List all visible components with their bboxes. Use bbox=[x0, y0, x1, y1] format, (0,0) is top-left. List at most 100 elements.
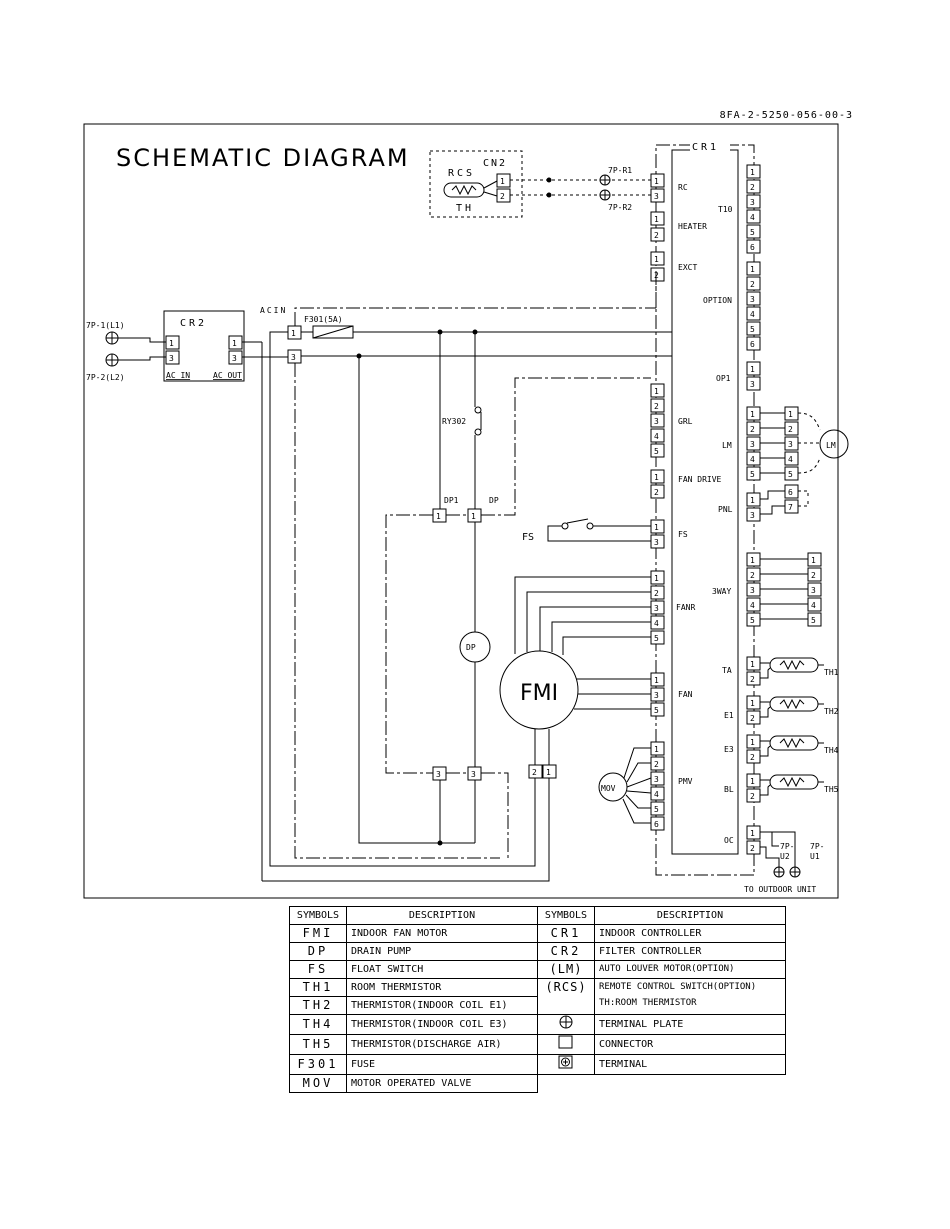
legend-description: THERMISTOR(INDOOR COIL E1) bbox=[346, 996, 538, 1015]
cr1-connector-exct: 1 2 EXCT bbox=[650, 251, 697, 282]
cr1-label-exct: EXCT bbox=[678, 263, 697, 272]
legend-symbol: TH1 bbox=[289, 978, 347, 997]
louver-motor-terminals: 1 2 3 4 5 bbox=[784, 406, 799, 481]
svg-text:2: 2 bbox=[750, 571, 755, 580]
svg-text:2: 2 bbox=[750, 844, 755, 853]
svg-text:2: 2 bbox=[811, 571, 816, 580]
svg-text:6: 6 bbox=[788, 488, 793, 497]
svg-text:3: 3 bbox=[471, 770, 476, 779]
th5-label: TH5 bbox=[824, 785, 839, 794]
svg-text:6: 6 bbox=[750, 243, 755, 252]
dp1-label: DP1 bbox=[444, 496, 459, 505]
cr1-label-heater: HEATER bbox=[678, 222, 707, 231]
legend-header-symbols: SYMBOLS bbox=[289, 906, 347, 925]
cr1-label-3way: 3WAY bbox=[712, 587, 731, 596]
svg-text:3: 3 bbox=[436, 770, 441, 779]
svg-text:1: 1 bbox=[654, 676, 659, 685]
svg-text:1: 1 bbox=[654, 473, 659, 482]
legend-description: ROOM THERMISTOR bbox=[346, 978, 538, 997]
svg-text:5: 5 bbox=[788, 470, 793, 479]
svg-text:2: 2 bbox=[750, 753, 755, 762]
th-label: TH bbox=[456, 203, 474, 214]
cr1-connector-fan-drive: 1 2 FAN DRIVE bbox=[650, 469, 722, 499]
svg-text:5: 5 bbox=[750, 470, 755, 479]
cr1-label-op1: OP1 bbox=[716, 374, 731, 383]
cr1-connector-op1: 1 3 OP1 bbox=[716, 361, 761, 391]
connector-icon bbox=[558, 1035, 573, 1049]
legend-description-secondary: TH:ROOM THERMISTOR bbox=[599, 998, 697, 1008]
cr1-connector-oc: 1 2 OC bbox=[724, 825, 761, 855]
svg-text:3: 3 bbox=[750, 440, 755, 449]
thermistor-th1-icon bbox=[760, 657, 824, 679]
thermistor-th4-icon bbox=[760, 735, 824, 757]
cr1-label-e3: E3 bbox=[724, 745, 734, 754]
cr1-connector-rc: 1 3 RC bbox=[650, 173, 688, 203]
legend-description: THERMISTOR(DISCHARGE AIR) bbox=[346, 1034, 538, 1055]
rcs-label: RCS bbox=[448, 168, 475, 179]
l1-terminal-label: 7P-1(L1) bbox=[86, 321, 125, 330]
svg-text:2: 2 bbox=[750, 714, 755, 723]
cr1-connector-heater: 1 2 HEATER bbox=[650, 211, 707, 242]
svg-text:6: 6 bbox=[654, 820, 659, 829]
svg-text:4: 4 bbox=[654, 619, 659, 628]
svg-text:4: 4 bbox=[750, 213, 755, 222]
svg-text:1: 1 bbox=[169, 339, 174, 348]
svg-text:3: 3 bbox=[811, 586, 816, 595]
svg-text:1: 1 bbox=[654, 255, 659, 264]
cr1-connector-lm: 1 2 3 4 5 LM bbox=[722, 406, 761, 481]
svg-text:1: 1 bbox=[750, 738, 755, 747]
terminal-plate-icon bbox=[789, 866, 801, 878]
svg-text:2: 2 bbox=[654, 231, 659, 240]
u2-label: 7P-U2 bbox=[780, 842, 794, 861]
svg-text:1: 1 bbox=[750, 410, 755, 419]
l2-terminal-label: 7P-2(L2) bbox=[86, 373, 125, 382]
cr1-connector-t10: 1 2 3 4 5 6 T10 bbox=[718, 164, 761, 254]
svg-text:5: 5 bbox=[654, 706, 659, 715]
svg-text:3: 3 bbox=[750, 295, 755, 304]
cr1-label-oc: OC bbox=[724, 836, 734, 845]
cr1-label: CR1 bbox=[692, 142, 719, 153]
svg-text:1: 1 bbox=[750, 365, 755, 374]
svg-text:1: 1 bbox=[654, 387, 659, 396]
svg-text:4: 4 bbox=[750, 455, 755, 464]
legend-symbol: FMI bbox=[289, 924, 347, 943]
svg-text:1: 1 bbox=[654, 574, 659, 583]
svg-text:1: 1 bbox=[750, 556, 755, 565]
drain-pump-icon: DP bbox=[459, 631, 491, 663]
cr2-ac-in-label: AC IN bbox=[166, 371, 190, 380]
to-outdoor-label: TO OUTDOOR UNIT bbox=[744, 885, 816, 894]
dp-terminal-label: DP bbox=[489, 496, 499, 505]
svg-text:1: 1 bbox=[750, 168, 755, 177]
terminal-plate-icon bbox=[773, 866, 785, 878]
svg-text:2: 2 bbox=[500, 192, 505, 201]
svg-text:2: 2 bbox=[750, 675, 755, 684]
cr2-board bbox=[163, 310, 245, 382]
svg-text:3: 3 bbox=[169, 354, 174, 363]
terminal-plate-icon bbox=[105, 353, 119, 367]
cr1-label-bl: BL bbox=[724, 785, 734, 794]
svg-text:1: 1 bbox=[291, 329, 296, 338]
svg-text:7: 7 bbox=[788, 503, 793, 512]
legend-description: MOTOR OPERATED VALVE bbox=[346, 1074, 538, 1093]
cr1-connector-fs: 1 3 FS bbox=[650, 519, 688, 549]
cr2-ac-out-label: AC OUT bbox=[213, 371, 242, 380]
legend-description: INDOOR CONTROLLER bbox=[594, 924, 786, 943]
svg-text:1: 1 bbox=[546, 768, 551, 777]
legend-description: DRAIN PUMP bbox=[346, 942, 538, 961]
svg-text:4: 4 bbox=[750, 601, 755, 610]
svg-text:5: 5 bbox=[654, 634, 659, 643]
svg-text:2: 2 bbox=[654, 760, 659, 769]
relay-ry302-icon bbox=[474, 406, 482, 436]
cr1-label-option: OPTION bbox=[703, 296, 732, 305]
legend-description: CONNECTOR bbox=[594, 1034, 786, 1055]
svg-text:5: 5 bbox=[654, 447, 659, 456]
svg-text:3: 3 bbox=[750, 586, 755, 595]
cn2-label: CN2 bbox=[483, 158, 507, 169]
legend-description: THERMISTOR(INDOOR COIL E3) bbox=[346, 1014, 538, 1035]
svg-text:1: 1 bbox=[750, 660, 755, 669]
cr1-connector-grl: 1 2 3 4 5 GRL bbox=[650, 383, 693, 458]
cr1-connector-e1: 1 2 E1 bbox=[724, 695, 761, 725]
acin-label: ACIN bbox=[260, 306, 287, 315]
diagram-frame bbox=[83, 123, 839, 899]
